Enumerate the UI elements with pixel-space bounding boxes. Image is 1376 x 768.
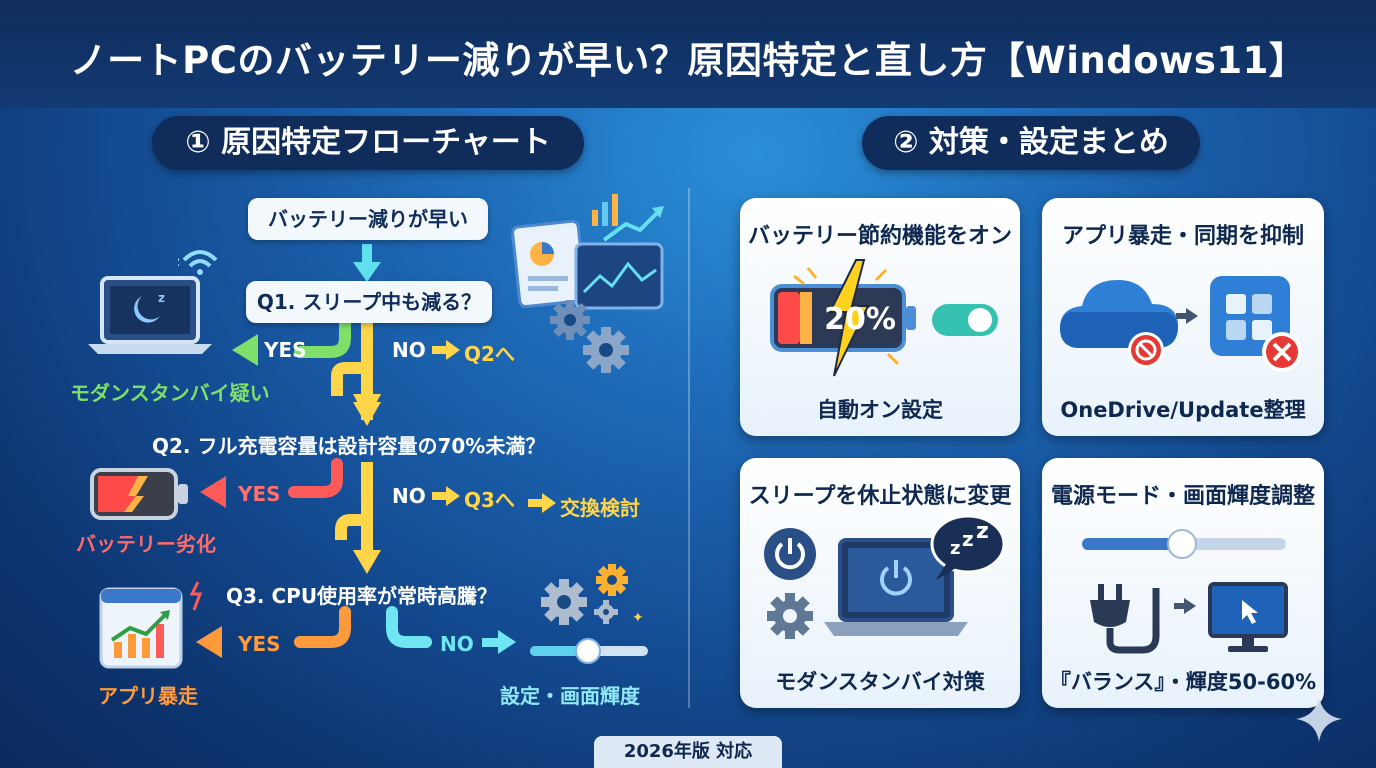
section-heading-flowchart: ① 原因特定フローチャート <box>152 116 584 170</box>
svg-text:z: z <box>962 527 974 551</box>
flow-connectors <box>196 244 556 658</box>
gear-icon <box>767 593 813 639</box>
laptop-power-icon: z z z <box>824 514 1006 636</box>
q1-yes-label: YES <box>264 338 307 362</box>
dashboard-icon <box>511 194 664 310</box>
card-title: 電源モード・画面輝度調整 <box>1050 484 1315 509</box>
brightness-slider-icon <box>1082 529 1286 559</box>
battery-low-icon <box>90 468 188 520</box>
brightness-slider-small-icon <box>530 638 648 664</box>
q1-no-label: NO <box>392 338 426 362</box>
flow-q1-box: Q1. スリープ中も減る？ <box>246 281 492 323</box>
flow-start-box: バッテリー減りが早い <box>248 198 488 240</box>
q3-yes-label: YES <box>238 632 281 656</box>
battery-percent: 20% <box>824 302 896 337</box>
chart-window-icon <box>99 587 183 669</box>
section-heading-countermeasures: ② 対策・設定まとめ <box>862 116 1200 170</box>
card-title: バッテリー節約機能をオン <box>747 224 1012 249</box>
flow-q2-text: Q2. フル充電容量は設計容量の70%未満？ <box>152 434 546 458</box>
card-title: アプリ暴走・同期を抑制 <box>1061 224 1304 249</box>
card-caption: 『バランス』・輝度50-60% <box>1049 670 1317 694</box>
settings-gears-icon: ✦ <box>541 564 644 626</box>
card-caption: モダンスタンバイ対策 <box>775 670 985 694</box>
gear-icon <box>550 300 629 373</box>
q2-yes-label: YES <box>238 482 281 506</box>
q3-result-label: アプリ暴走 <box>98 684 198 708</box>
q2-no-label: NO <box>392 484 426 508</box>
q1-next-label: Q2へ <box>464 342 515 366</box>
q1-result-label: モダンスタンバイ疑い <box>70 381 270 405</box>
card-caption: OneDrive/Update整理 <box>1060 398 1306 422</box>
svg-text:✦: ✦ <box>632 610 644 626</box>
svg-text:z: z <box>950 538 960 559</box>
power-icon <box>764 528 816 580</box>
card-app-sync: アプリ暴走・同期を抑制 OneDrive/Update整理 <box>1042 198 1324 436</box>
flow-q3-text: Q3. CPU使用率が常時高騰？ <box>226 584 498 608</box>
monitor-icon <box>1208 582 1288 652</box>
battery-bolt-icon <box>770 259 998 377</box>
app-tiles-icon <box>1210 276 1302 372</box>
laptop-moon-icon: z <box>88 276 212 354</box>
alert-spark-icon <box>189 581 203 611</box>
q2-result-label: バッテリー劣化 <box>76 532 216 556</box>
q2-extra-label: 交換検討 <box>560 496 640 520</box>
svg-text:z: z <box>158 291 165 305</box>
title-bar <box>0 0 1376 108</box>
version-badge: 2026年版 対応 <box>594 736 782 768</box>
card-title: スリープを休止状態に変更 <box>748 484 1012 509</box>
arrow-right-icon <box>1174 598 1196 614</box>
page-title: ノートPCのバッテリー減りが早い？原因特定と直し方【Windows11】 <box>69 39 1307 82</box>
q3-no-label: NO <box>440 632 474 656</box>
sparkle-icon <box>1296 696 1342 742</box>
card-hibernate: スリープを休止状態に変更 z z z モダンスタンバイ対策 <box>740 458 1020 708</box>
cloud-blocked-icon <box>1060 280 1178 368</box>
svg-text:z: z <box>178 255 180 270</box>
q3-no-result-label: 設定・画面輝度 <box>500 684 640 708</box>
card-power-mode: 電源モード・画面輝度調整 『バランス』・輝度50-60% <box>1042 458 1324 708</box>
arrow-right-icon <box>1176 308 1198 324</box>
wifi-icon: z <box>178 250 218 275</box>
card-caption: 自動オン設定 <box>817 398 943 422</box>
plug-icon <box>1090 584 1160 654</box>
card-battery-saver: バッテリー節約機能をオン 20% 自動オン設定 <box>740 198 1020 436</box>
q2-next-label: Q3へ <box>464 488 515 512</box>
svg-text:z: z <box>976 519 989 544</box>
section-divider <box>688 188 690 708</box>
